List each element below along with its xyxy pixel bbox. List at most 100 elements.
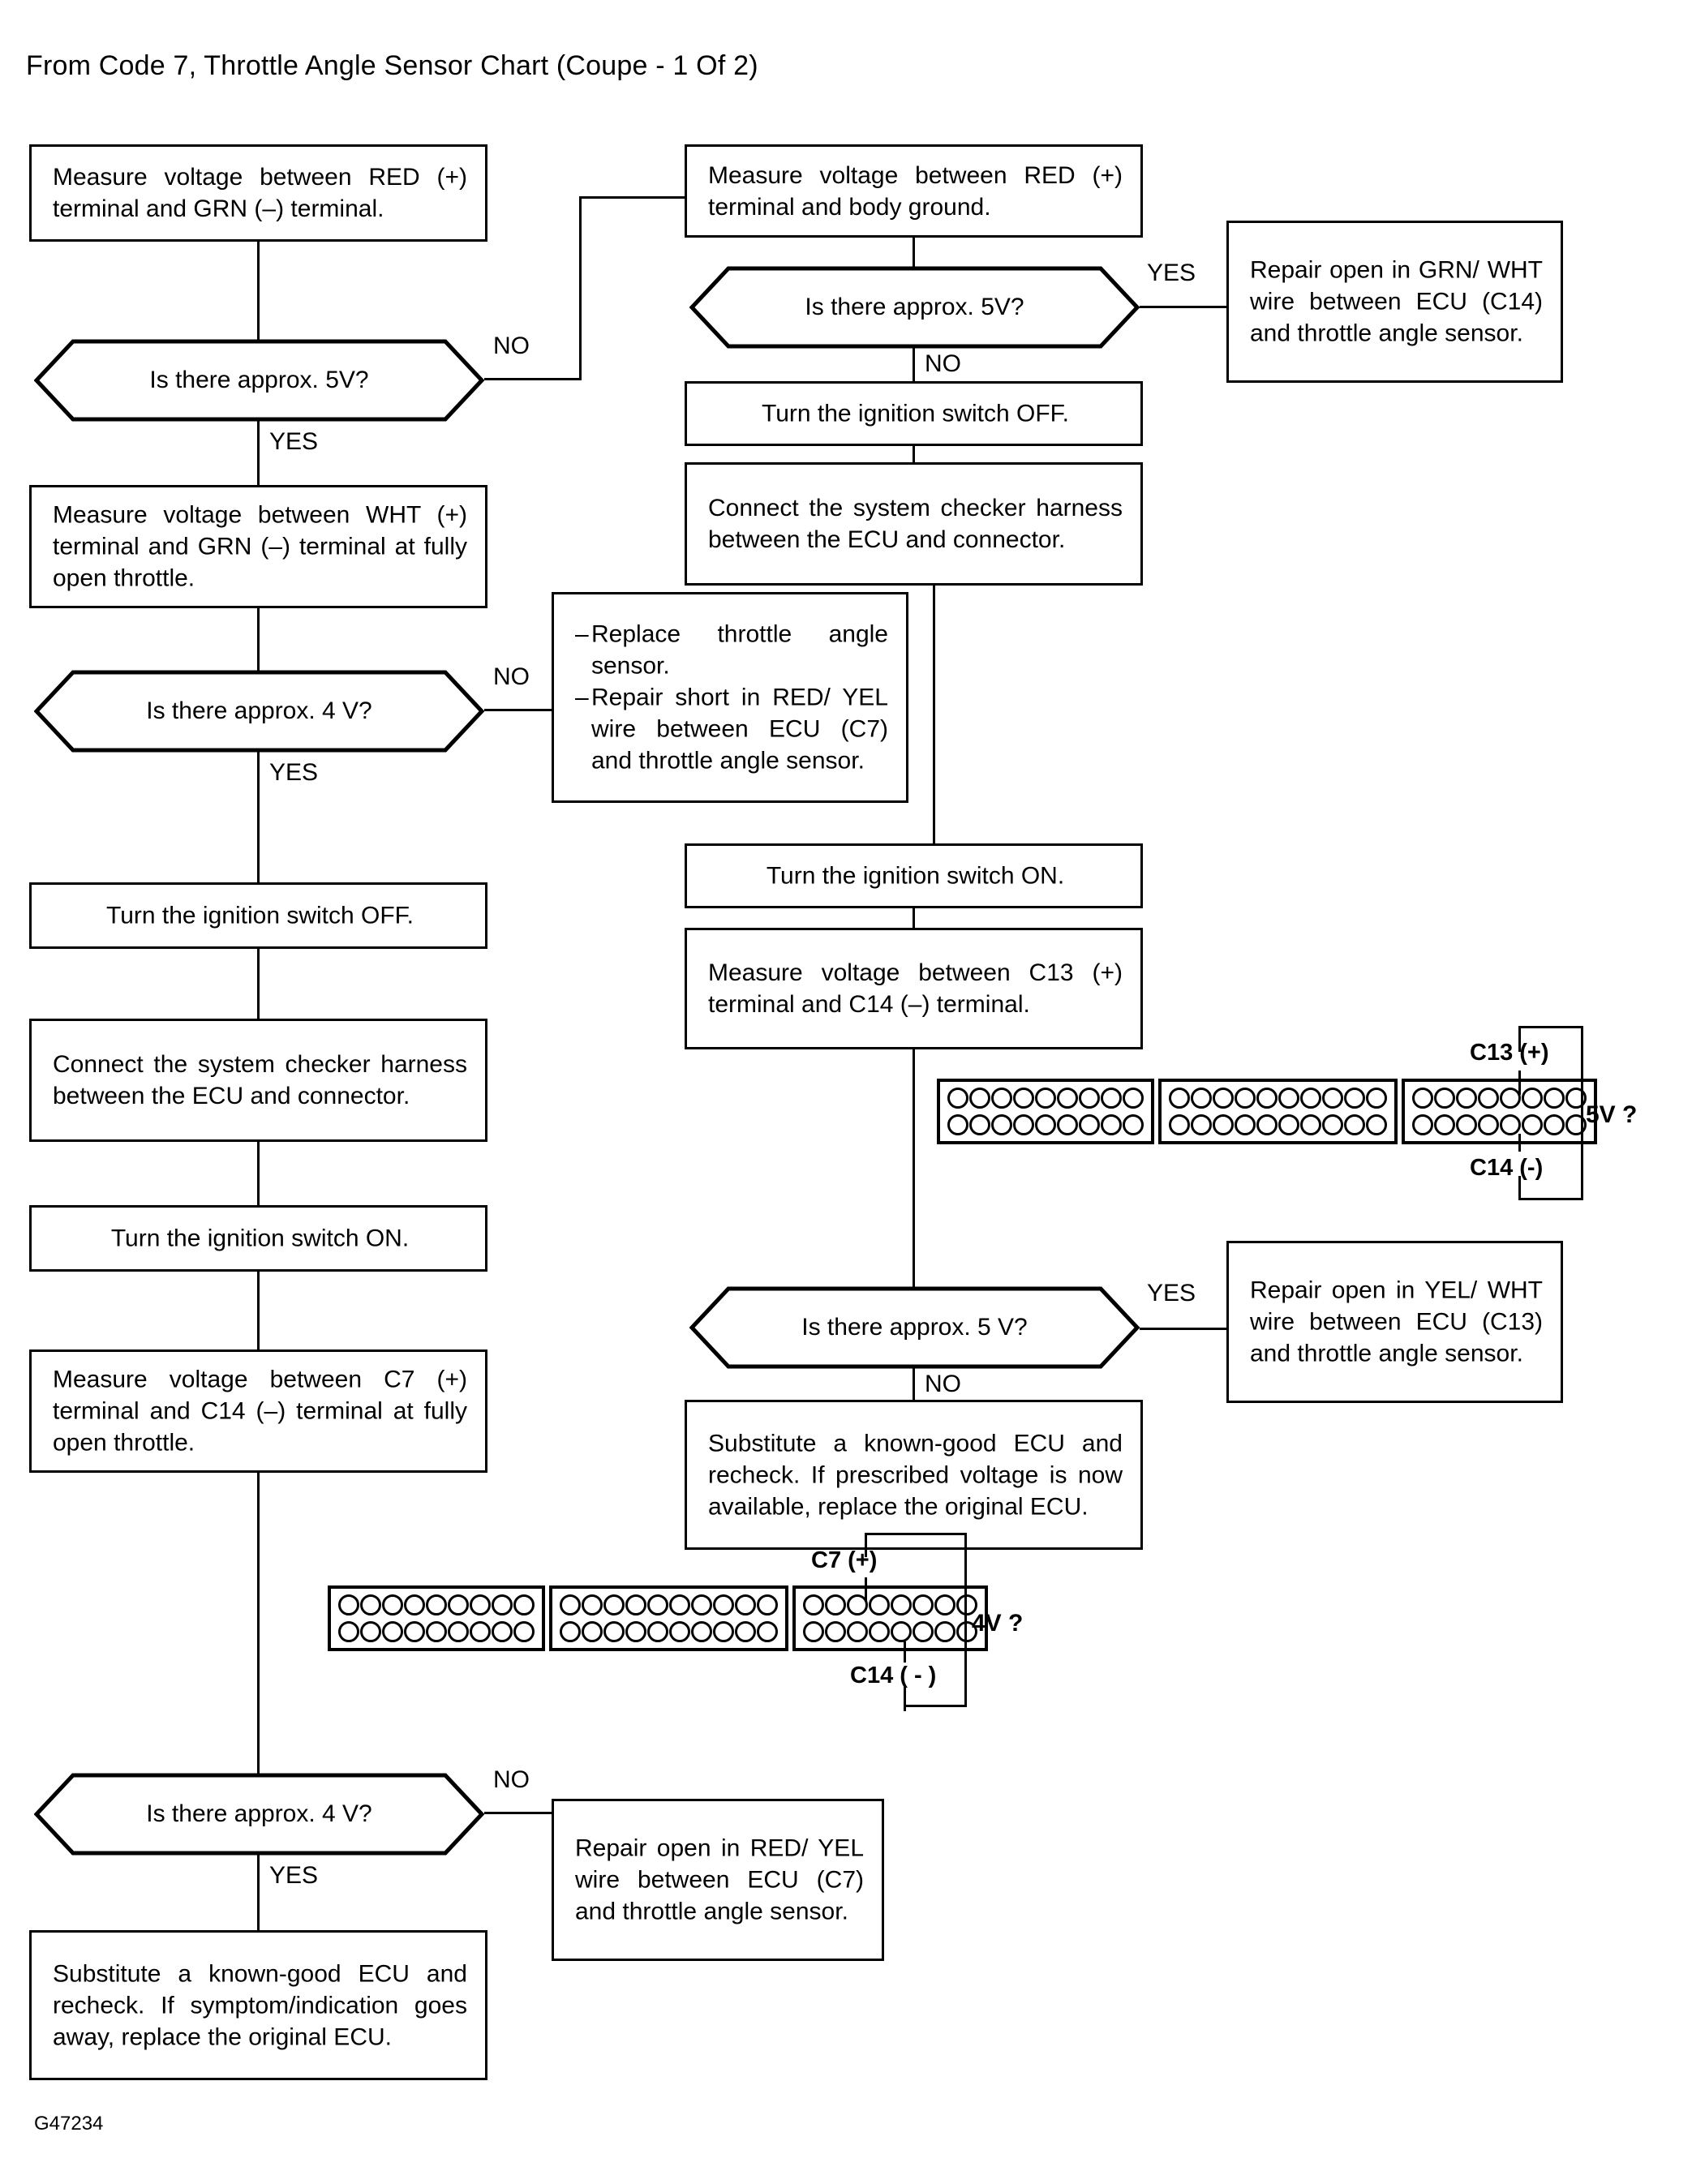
figure-code: G47234 (34, 2113, 104, 2135)
box-text: Turn the ignition switch OFF. (761, 400, 1070, 427)
connector-pin (1565, 1088, 1587, 1109)
pin-label-c14-minus: C14 (-) (1470, 1155, 1544, 1181)
box-text: Measure voltage between RED (+) terminal… (53, 164, 467, 222)
connector-pin (956, 1594, 977, 1615)
connector-pin (934, 1594, 956, 1615)
pin-label-c7-plus: C7 (+) (811, 1547, 878, 1573)
connector-pin-row (1412, 1088, 1587, 1109)
connector-segment (1158, 1079, 1398, 1144)
connector-line (913, 908, 915, 929)
edge-label-no: NO (493, 333, 530, 359)
connector-pin (1013, 1088, 1034, 1109)
box-connect-harness-right: Connect the system checker harness betwe… (685, 462, 1143, 586)
connector-pin (991, 1114, 1012, 1135)
connector-pin (713, 1621, 734, 1642)
edge-label-no: NO (925, 1371, 961, 1397)
connector-pin (669, 1594, 690, 1615)
connector-pin (1101, 1114, 1122, 1135)
connector-pin (1522, 1114, 1543, 1135)
connector-pin (625, 1621, 646, 1642)
connector-pin (1434, 1088, 1455, 1109)
connector-pin (492, 1594, 513, 1615)
box-text: Repair open in GRN/ WHT wire between ECU… (1250, 256, 1543, 347)
page-title: From Code 7, Throttle Angle Sensor Chart… (26, 50, 758, 81)
connector-pin (1344, 1088, 1365, 1109)
box-substitute-ecu-right: Substitute a known-good ECU and recheck.… (685, 1400, 1143, 1550)
decision-label: Is there approx. 5V? (805, 294, 1024, 320)
connector-pin (360, 1594, 381, 1615)
probe-line (1518, 1198, 1583, 1200)
connector-line (257, 1272, 260, 1353)
connector-line (913, 347, 915, 383)
connector-pin (625, 1594, 646, 1615)
connector-line (913, 1049, 915, 1293)
connector-pin-row (947, 1088, 1144, 1109)
box-ignition-off-right: Turn the ignition switch OFF. (685, 381, 1143, 446)
connector-pin (1366, 1088, 1387, 1109)
connector-pin (1278, 1114, 1299, 1135)
decision-is-4v-upper-left: Is there approx. 4 V? (34, 670, 484, 753)
edge-label-no: NO (493, 1766, 530, 1793)
box-measure-wht-grn: Measure voltage between WHT (+) terminal… (29, 485, 487, 608)
connector-pin-row (1412, 1114, 1587, 1135)
connector-pin (847, 1621, 868, 1642)
connector-pin (1300, 1088, 1321, 1109)
connector-pin (1256, 1114, 1278, 1135)
connector-pin (1565, 1114, 1587, 1135)
connector-pin (1300, 1114, 1321, 1135)
connector-pin (735, 1594, 756, 1615)
connector-line (257, 420, 260, 485)
connector-segment (549, 1585, 788, 1651)
connector-pin (891, 1621, 912, 1642)
connector-pin-row (1169, 1114, 1387, 1135)
connector-pin (1191, 1088, 1212, 1109)
probe-line (865, 1533, 967, 1535)
box-measure-red-ground: Measure voltage between RED (+) terminal… (685, 144, 1143, 238)
connector-pin (1235, 1088, 1256, 1109)
connector-pin (947, 1088, 968, 1109)
edge-label-yes: YES (269, 428, 319, 455)
connector-pin (991, 1088, 1012, 1109)
box-text: Measure voltage between WHT (+) terminal… (53, 501, 467, 592)
connector-pin (757, 1594, 778, 1615)
ecu-connector-diagram-bottom (328, 1585, 988, 1651)
connector-pin (825, 1594, 846, 1615)
connector-pin (1366, 1114, 1387, 1135)
connector-line (257, 751, 260, 882)
probe-line (1518, 1071, 1521, 1095)
connector-pin (1500, 1088, 1521, 1109)
connector-pin (1213, 1114, 1234, 1135)
connector-pin-row (338, 1594, 535, 1615)
connector-pin-row (947, 1114, 1144, 1135)
box-text: Connect the system checker harness betwe… (708, 495, 1123, 553)
connector-pin (404, 1594, 425, 1615)
box-text: Measure voltage between RED (+) terminal… (708, 161, 1123, 221)
edge-label-no: NO (493, 663, 530, 690)
connector-line (913, 238, 915, 274)
decision-label: Is there approx. 4 V? (146, 1800, 372, 1827)
connector-pin (1412, 1114, 1433, 1135)
connector-pin (735, 1621, 756, 1642)
connector-line (933, 586, 935, 845)
connector-line (579, 196, 685, 199)
connector-line (1140, 306, 1229, 308)
connector-pin (603, 1594, 625, 1615)
connector-pin (647, 1594, 668, 1615)
connector-pin (603, 1621, 625, 1642)
connector-pin (1079, 1114, 1100, 1135)
connector-segment (328, 1585, 545, 1651)
connector-line (257, 608, 260, 697)
box-measure-red-grn: Measure voltage between RED (+) terminal… (29, 144, 487, 242)
box-measure-c7-c14: Measure voltage between C7 (+) terminal … (29, 1349, 487, 1473)
connector-segment (937, 1079, 1154, 1144)
probe-line (1581, 1026, 1583, 1200)
box-text: Turn the ignition switch OFF. (105, 902, 414, 929)
connector-pin (947, 1114, 968, 1135)
connector-pin (669, 1621, 690, 1642)
voltage-label-5v: 5V ? (1586, 1101, 1638, 1128)
connector-pin (1169, 1088, 1190, 1109)
connector-pin (560, 1621, 581, 1642)
probe-line (1518, 1176, 1521, 1200)
edge-label-yes: YES (1147, 1280, 1196, 1307)
